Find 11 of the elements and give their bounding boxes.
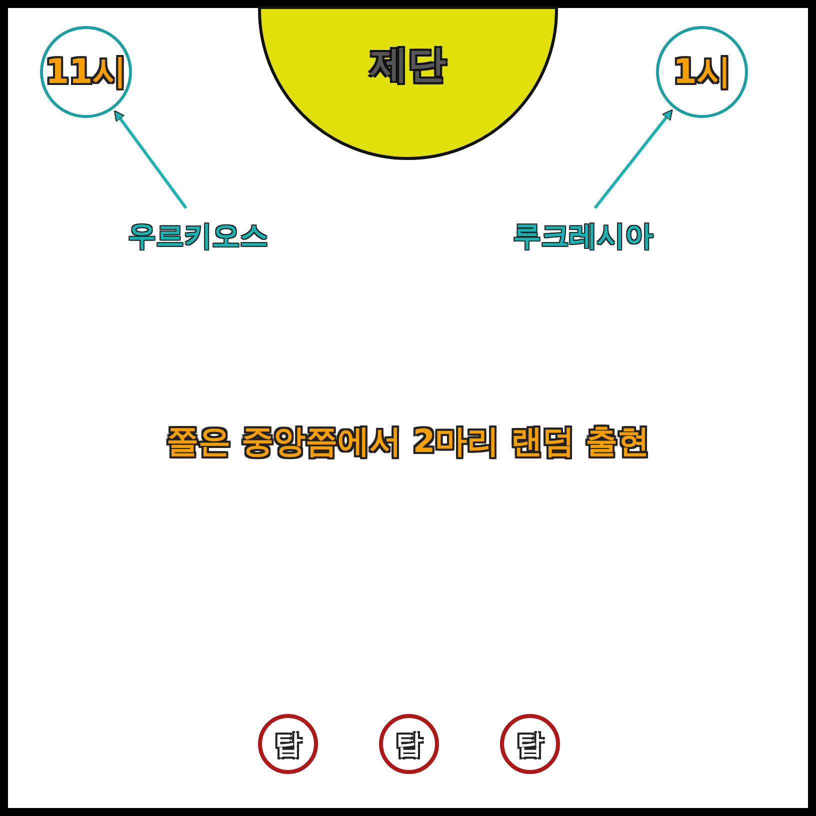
clock-circle: 11시 <box>40 26 132 118</box>
altar-semicircle: 제단 <box>258 6 558 160</box>
name-label: 루크레시아 <box>493 216 673 256</box>
tower-circle: 탑 <box>258 714 318 774</box>
clock-circle: 1시 <box>656 26 748 118</box>
arrow <box>594 109 673 209</box>
tower-circle: 탑 <box>379 714 439 774</box>
tower-circle: 탑 <box>500 714 560 774</box>
note-text: 쫄은 중앙쯤에서 2마리 랜덤 출현 <box>166 421 650 462</box>
name-label: 우르키오스 <box>108 216 288 256</box>
arrow <box>114 110 188 209</box>
